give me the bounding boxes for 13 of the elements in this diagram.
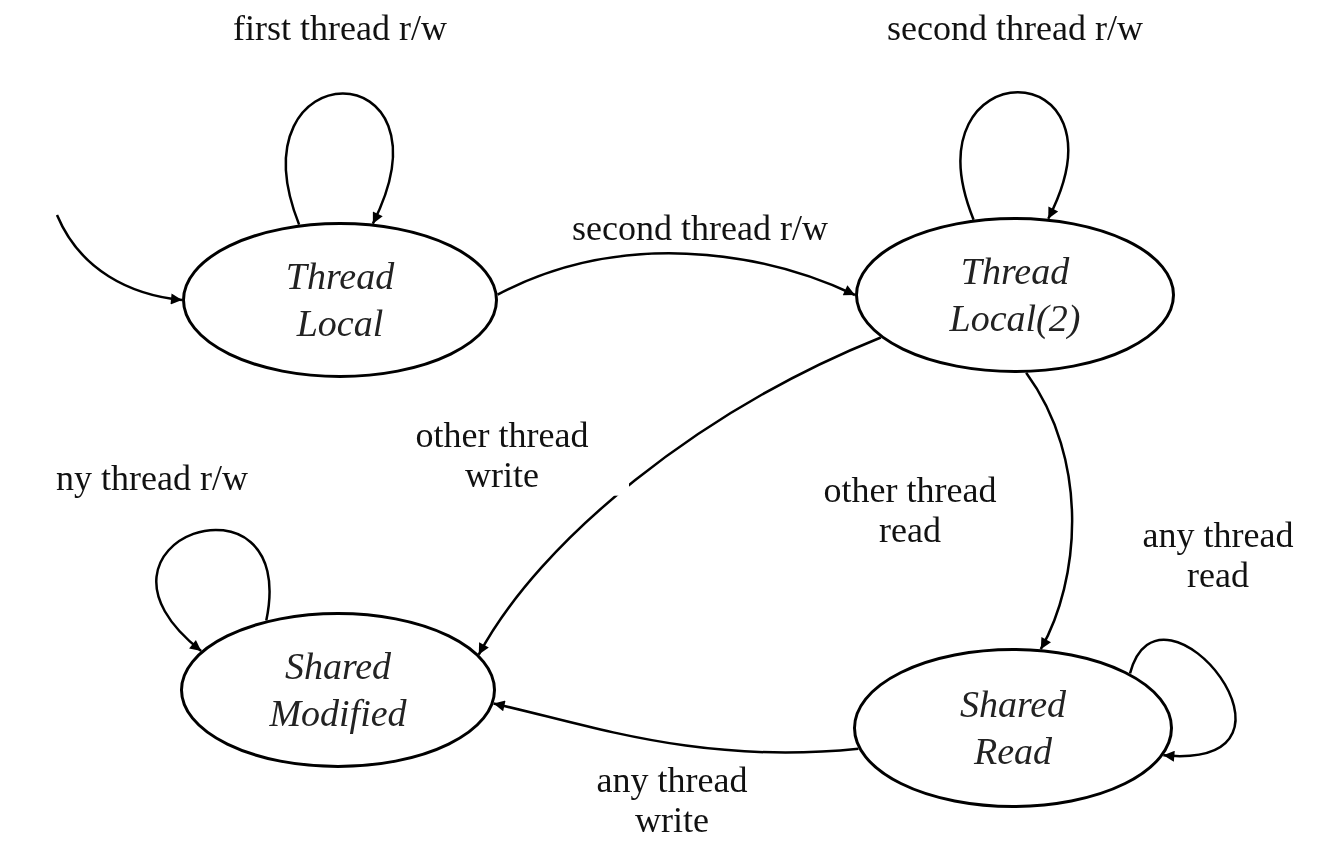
- transition-arrow: [55, 214, 183, 305]
- transition-arrow: [497, 252, 856, 297]
- transition-arrow: [493, 700, 859, 754]
- state-name: Shared Read: [958, 681, 1068, 774]
- self-loop-arrow: [285, 92, 394, 225]
- transition-arrow: [477, 336, 882, 656]
- self-loop-arrow: [960, 91, 1070, 220]
- self-loop-arrow: [1128, 639, 1237, 761]
- state-name: Thread Local: [284, 253, 396, 346]
- state-name: Shared Modified: [268, 643, 408, 736]
- self-loop-arrow: [155, 528, 271, 652]
- transition-arrow: [1025, 372, 1074, 650]
- state-name: Thread Local(2): [948, 248, 1082, 341]
